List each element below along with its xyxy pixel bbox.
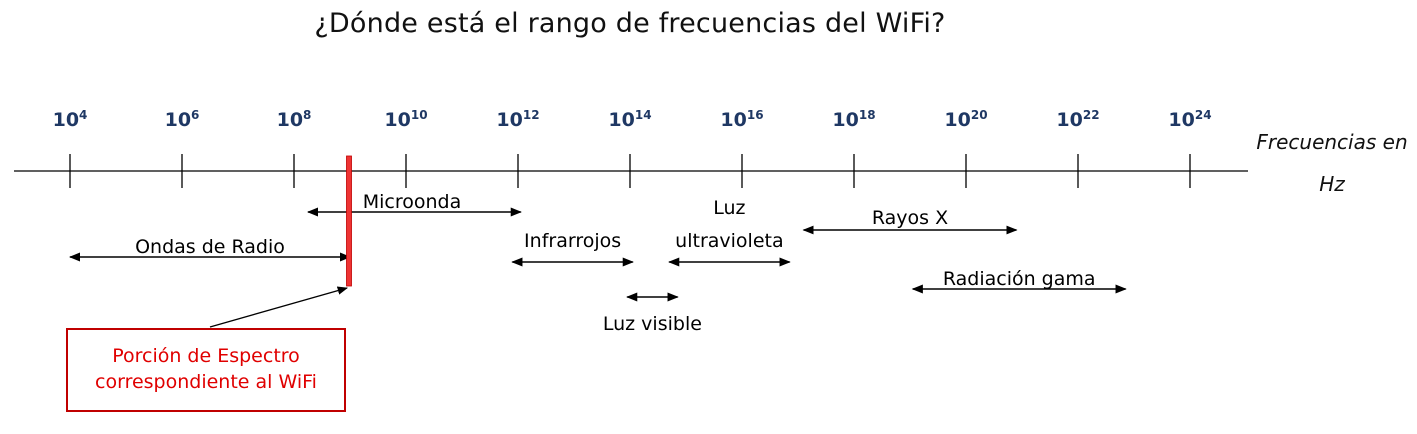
tick-label: 1012	[496, 108, 539, 131]
wifi-marker-bar	[346, 155, 352, 287]
band-label: Ondas de Radio	[135, 236, 285, 258]
tick-label: 1016	[720, 108, 763, 131]
band-label: Microonda	[363, 191, 462, 213]
band-label: Radiación gama	[943, 268, 1096, 290]
wifi-callout-line1: Porción de Espectro	[112, 345, 300, 368]
tick-label: 1014	[608, 108, 651, 131]
tick-label: 108	[277, 108, 312, 131]
tick-label: 106	[165, 108, 200, 131]
band-label: Infrarrojos	[524, 230, 621, 252]
wifi-callout-box: Porción de Espectro correspondiente al W…	[66, 328, 346, 412]
tick-label: 1020	[944, 108, 987, 131]
wifi-callout-line2: correspondiente al WiFi	[95, 371, 317, 393]
tick-label: 1010	[384, 108, 427, 131]
band-label-line2: ultravioleta	[675, 230, 783, 252]
tick-label: 1022	[1056, 108, 1099, 131]
band-label: Luz visible	[603, 313, 702, 335]
tick-label: 1024	[1168, 108, 1211, 131]
tick-label: 1018	[832, 108, 875, 131]
band-label: Luz	[713, 197, 745, 219]
axis-label-line2: Hz	[1319, 172, 1345, 196]
wifi-pointer-arrow	[209, 286, 349, 328]
axis-label-line1: Frecuencias en	[1256, 130, 1408, 154]
tick-label: 104	[53, 108, 88, 131]
diagram-title: ¿Dónde está el rango de frecuencias del …	[314, 8, 946, 39]
band-label: Rayos X	[872, 207, 948, 229]
